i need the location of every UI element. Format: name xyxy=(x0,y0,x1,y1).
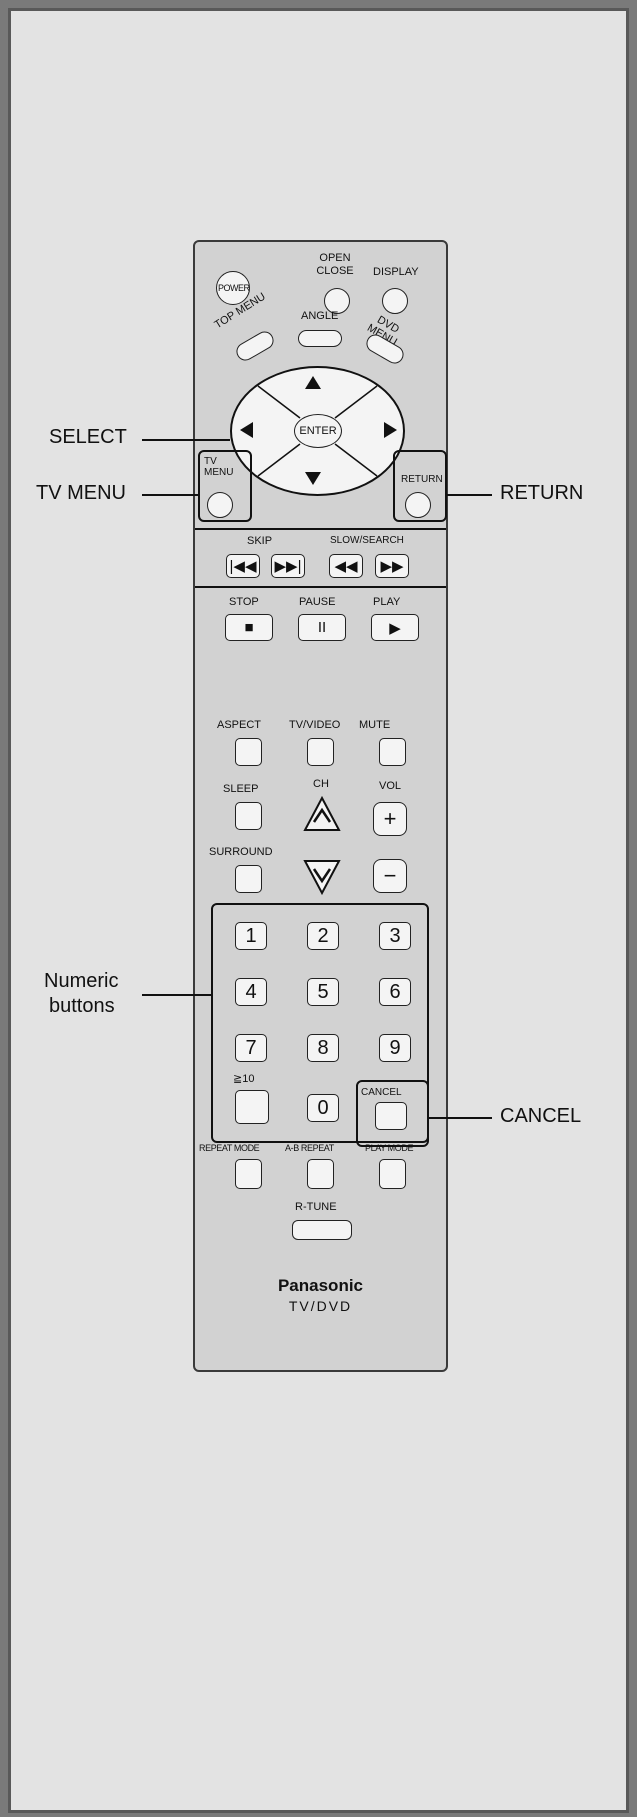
return-callout: RETURN xyxy=(500,482,584,504)
mute-button[interactable] xyxy=(379,738,406,766)
cancel-highlight-box xyxy=(356,1080,429,1147)
sleep-label: SLEEP xyxy=(223,783,259,795)
sleep-button[interactable] xyxy=(235,802,262,830)
tv-video-button[interactable] xyxy=(307,738,334,766)
return-leader-line xyxy=(447,494,492,496)
numeric-callout-line2: buttons xyxy=(49,995,115,1017)
skip-label: SKIP xyxy=(247,535,273,547)
channel-down-icon[interactable] xyxy=(302,857,342,897)
return-highlight-box xyxy=(393,450,447,522)
down-arrow-icon[interactable] xyxy=(305,472,321,485)
ab-repeat-label: A-B REPEAT xyxy=(285,1143,334,1153)
tv-video-label: TV/VIDEO xyxy=(289,719,341,731)
play-mode-button[interactable] xyxy=(379,1159,406,1189)
open-close-button[interactable] xyxy=(324,288,350,314)
digit-9-button[interactable]: 9 xyxy=(379,1034,411,1062)
ab-repeat-button[interactable] xyxy=(307,1159,334,1189)
section-divider-2 xyxy=(195,586,446,588)
cancel-button[interactable] xyxy=(375,1102,407,1130)
direction-pad-dividers xyxy=(257,385,378,477)
tv-menu-highlight-box xyxy=(198,450,252,522)
left-arrow-icon[interactable] xyxy=(240,422,253,438)
aspect-button[interactable] xyxy=(235,738,262,766)
return-button-label: RETURN xyxy=(401,474,443,485)
play-button[interactable]: ▶ xyxy=(371,614,419,641)
skip-back-button[interactable]: |◀◀ xyxy=(226,554,260,578)
slow-search-label: SLOW/SEARCH xyxy=(330,535,404,546)
aspect-label: ASPECT xyxy=(217,719,262,731)
mute-label: MUTE xyxy=(359,719,391,731)
digit-6-button[interactable]: 6 xyxy=(379,978,411,1006)
cancel-leader-line xyxy=(429,1117,492,1119)
digit-7-button[interactable]: 7 xyxy=(235,1034,267,1062)
play-mode-label: PLAY MODE xyxy=(365,1143,414,1153)
stop-button[interactable]: ■ xyxy=(225,614,273,641)
display-button[interactable] xyxy=(382,288,408,314)
digit-4-button[interactable]: 4 xyxy=(235,978,267,1006)
select-leader-line xyxy=(142,439,230,441)
power-label: POWER xyxy=(218,283,250,293)
volume-down-button[interactable]: − xyxy=(373,859,407,893)
surround-label: SURROUND xyxy=(209,846,273,858)
digit-2-button[interactable]: 2 xyxy=(307,922,339,950)
model-label: TV/DVD xyxy=(288,1298,353,1314)
repeat-mode-button[interactable] xyxy=(235,1159,262,1189)
display-label: DISPLAY xyxy=(373,266,419,278)
digit-8-button[interactable]: 8 xyxy=(307,1034,339,1062)
tv-menu-button-label: TV MENU xyxy=(204,456,234,478)
r-tune-label: R-TUNE xyxy=(295,1201,337,1213)
enter-button[interactable]: ENTER xyxy=(294,414,342,448)
digit-0-button[interactable]: 0 xyxy=(307,1094,339,1122)
volume-up-button[interactable]: + xyxy=(373,802,407,836)
digit-1-button[interactable]: 1 xyxy=(235,922,267,950)
brand-logo: Panasonic xyxy=(277,1276,364,1295)
numeric-highlight-box xyxy=(211,903,429,1143)
right-arrow-icon[interactable] xyxy=(384,422,397,438)
skip-forward-button[interactable]: ▶▶| xyxy=(271,554,305,578)
fast-forward-button[interactable]: ▶▶ xyxy=(375,554,409,578)
power-button[interactable] xyxy=(216,271,250,305)
pause-label: PAUSE xyxy=(299,596,336,608)
repeat-mode-label: REPEAT MODE xyxy=(199,1143,260,1153)
tv-menu-callout: TV MENU xyxy=(36,482,126,504)
section-divider xyxy=(195,528,446,530)
digit-5-button[interactable]: 5 xyxy=(307,978,339,1006)
up-arrow-icon[interactable] xyxy=(305,376,321,389)
digit-3-button[interactable]: 3 xyxy=(379,922,411,950)
return-button[interactable] xyxy=(405,492,431,518)
ch-label: CH xyxy=(313,778,329,790)
angle-label: ANGLE xyxy=(301,310,339,322)
tv-menu-button[interactable] xyxy=(207,492,233,518)
tv-menu-leader-line xyxy=(142,494,198,496)
select-callout: SELECT xyxy=(49,426,127,448)
ten-plus-label: ≧10 xyxy=(233,1073,255,1085)
play-label: PLAY xyxy=(373,596,401,608)
numeric-leader-line xyxy=(142,994,211,996)
r-tune-button[interactable] xyxy=(292,1220,352,1240)
vol-label: VOL xyxy=(379,780,402,792)
ten-plus-button[interactable] xyxy=(235,1090,269,1124)
stop-label: STOP xyxy=(229,596,259,608)
surround-button[interactable] xyxy=(235,865,262,893)
numeric-callout-line1: Numeric xyxy=(44,970,119,992)
angle-button[interactable] xyxy=(298,330,342,347)
cancel-button-label: CANCEL xyxy=(361,1087,402,1098)
channel-up-icon[interactable] xyxy=(302,794,342,834)
open-close-label: OPEN CLOSE xyxy=(316,252,354,278)
rewind-button[interactable]: ◀◀ xyxy=(329,554,363,578)
top-menu-button[interactable] xyxy=(233,328,277,364)
remote-control: POWER OPEN CLOSE DISPLAY TOP MENU ANGLE … xyxy=(193,240,448,1372)
cancel-callout: CANCEL xyxy=(500,1105,582,1127)
pause-button[interactable]: II xyxy=(298,614,346,641)
